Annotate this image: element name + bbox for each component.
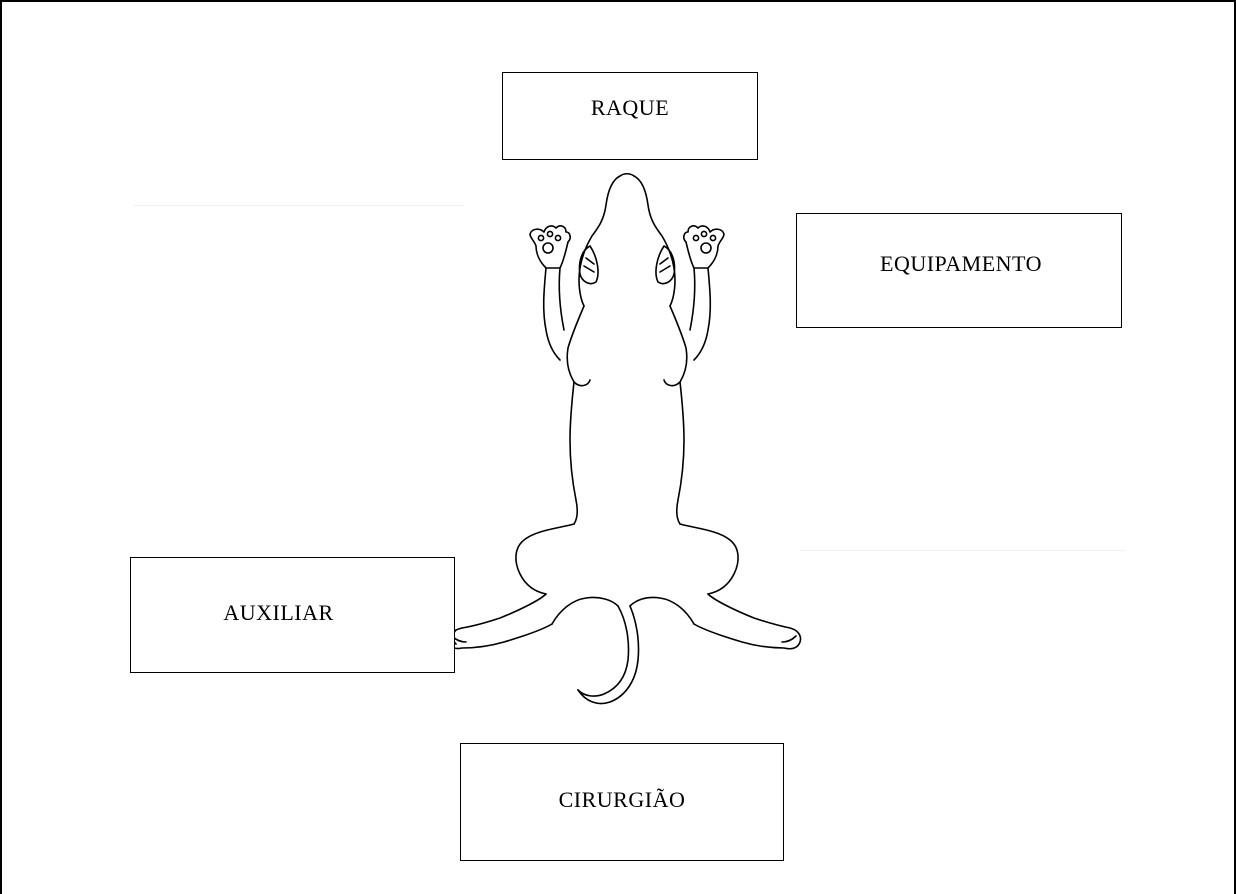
cirurgiao-label-box: CIRURGIÃO [460,743,784,861]
auxiliar-label-box: AUXILIAR [130,557,455,673]
rat-hip-left [516,524,574,594]
rat-torso-left [570,382,577,524]
rat-foreleg-right [664,306,687,386]
rat-hindleg-left [448,594,552,649]
cirurgiao-label: CIRURGIÃO [559,787,686,813]
raque-label: RAQUE [591,95,669,121]
rat-ear-right [656,246,675,284]
rat-head [634,176,675,306]
rat-hip-right [680,524,738,594]
raque-label-box: RAQUE [502,72,758,160]
rat-torso-right [677,382,684,524]
rat-belly [552,597,618,624]
rat-paw-front-right [684,226,724,268]
rat-tail [578,606,629,696]
rat-paw-front-left [530,226,570,268]
rat-ear-left [579,246,598,284]
equipamento-label: EQUIPAMENTO [880,251,1042,277]
auxiliar-label: AUXILIAR [223,600,333,626]
rat-foreleg-left [567,306,590,386]
equipamento-label-box: EQUIPAMENTO [796,213,1122,328]
rat-hindleg-right [694,594,801,649]
rat-head [579,176,620,306]
